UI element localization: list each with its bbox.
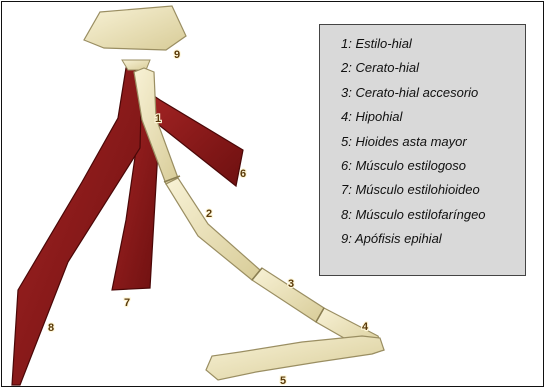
legend-list: 1: Estilo-hial 2: Cerato-hial 3: Cerato-… — [341, 32, 525, 252]
label-9: 9 — [174, 49, 180, 61]
label-1: 1 — [155, 113, 161, 125]
bone-ceratohyal — [166, 178, 260, 280]
label-8: 8 — [48, 322, 54, 334]
legend-item: 4: Hipohial — [341, 105, 525, 129]
bone-accessory-ceratohyal — [252, 268, 324, 322]
legend-item: 7: Músculo estilohioideo — [341, 178, 525, 202]
legend-item: 8: Músculo estilofaríngeo — [341, 203, 525, 227]
legend-item: 9: Apófisis epihial — [341, 227, 525, 251]
muscle-stylopharyngeus — [12, 68, 142, 385]
legend-item: 1: Estilo-hial — [341, 32, 525, 56]
legend-box: 1: Estilo-hial 2: Cerato-hial 3: Cerato-… — [319, 24, 526, 276]
bone-greater-horn — [206, 336, 384, 380]
label-6: 6 — [240, 168, 246, 180]
label-5: 5 — [280, 375, 286, 387]
legend-item: 2: Cerato-hial — [341, 56, 525, 80]
label-7: 7 — [124, 297, 130, 309]
legend-item: 5: Hioides asta mayor — [341, 130, 525, 154]
label-4: 4 — [362, 321, 369, 333]
legend-item: 3: Cerato-hial accesorio — [341, 81, 525, 105]
bone-epihyal-process — [84, 6, 186, 50]
label-3: 3 — [288, 278, 294, 290]
label-2: 2 — [206, 208, 212, 220]
legend-item: 6: Músculo estilogoso — [341, 154, 525, 178]
